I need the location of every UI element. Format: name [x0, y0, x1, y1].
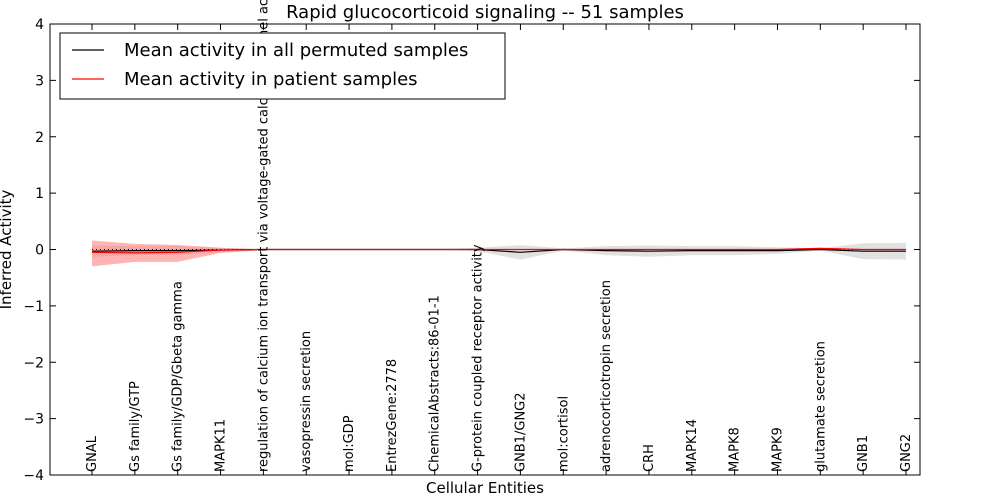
entity-label: EntrezGene:2778	[385, 359, 400, 472]
entity-label: GNAL	[85, 435, 100, 472]
legend-label-2: Mean activity in patient samples	[124, 69, 418, 90]
y-tick-label: −3	[23, 412, 44, 428]
y-tick-label: 2	[35, 130, 44, 146]
series-line-2	[91, 247, 906, 254]
y-axis-title: Inferred Activity	[0, 189, 15, 309]
entity-label: G-protein coupled receptor activity	[471, 244, 486, 472]
entity-label: CRH	[642, 444, 657, 472]
entity-label: regulation of calcium ion transport via …	[256, 0, 271, 472]
x-axis-entity-labels: GNAL Gs family/GTP Gs family/GDP/Gbeta gam…	[85, 0, 914, 475]
chart-title: Rapid glucocorticoid signaling -- 51 sam…	[286, 2, 684, 23]
entity-label: vasopressin secretion	[299, 331, 314, 472]
y-tick-label: 1	[35, 186, 44, 202]
y-axis: −4 −3 −2 −1 0 1 2 3 4	[23, 17, 920, 484]
entity-label: MAPK11	[214, 419, 229, 472]
entity-label: adrenocorticotropin secretion	[599, 280, 614, 472]
y-tick-label: 3	[35, 73, 44, 89]
entity-label: glutamate secretion	[813, 341, 828, 472]
entity-label: MAPK14	[685, 419, 700, 472]
entity-label: mol:GDP	[342, 415, 357, 472]
y-tick-label: 0	[35, 243, 44, 259]
entity-label: GNG2	[899, 434, 914, 472]
entity-label: MAPK9	[770, 427, 785, 472]
entity-label: GNB1/GNG2	[513, 392, 528, 472]
entity-label: MAPK8	[728, 427, 743, 472]
entity-label: ChemicalAbstracts:86-01-1	[428, 295, 443, 472]
entity-label: mol:cortisol	[556, 396, 571, 472]
entity-label: Gs family/GTP	[128, 381, 143, 472]
entity-label: GNB1	[856, 435, 871, 472]
y-tick-label: −2	[23, 355, 44, 371]
y-tick-label: 4	[35, 17, 44, 33]
plot-area	[91, 240, 906, 267]
y-tick-label: −1	[23, 299, 44, 315]
x-axis-title: Cellular Entities	[426, 479, 544, 497]
legend: Mean activity in all permuted samplesMea…	[59, 32, 506, 100]
legend-box	[59, 32, 506, 100]
legend-label-1: Mean activity in all permuted samples	[124, 40, 468, 61]
entity-label: Gs family/GDP/Gbeta gamma	[171, 281, 186, 472]
y-tick-label: −4	[23, 468, 44, 484]
